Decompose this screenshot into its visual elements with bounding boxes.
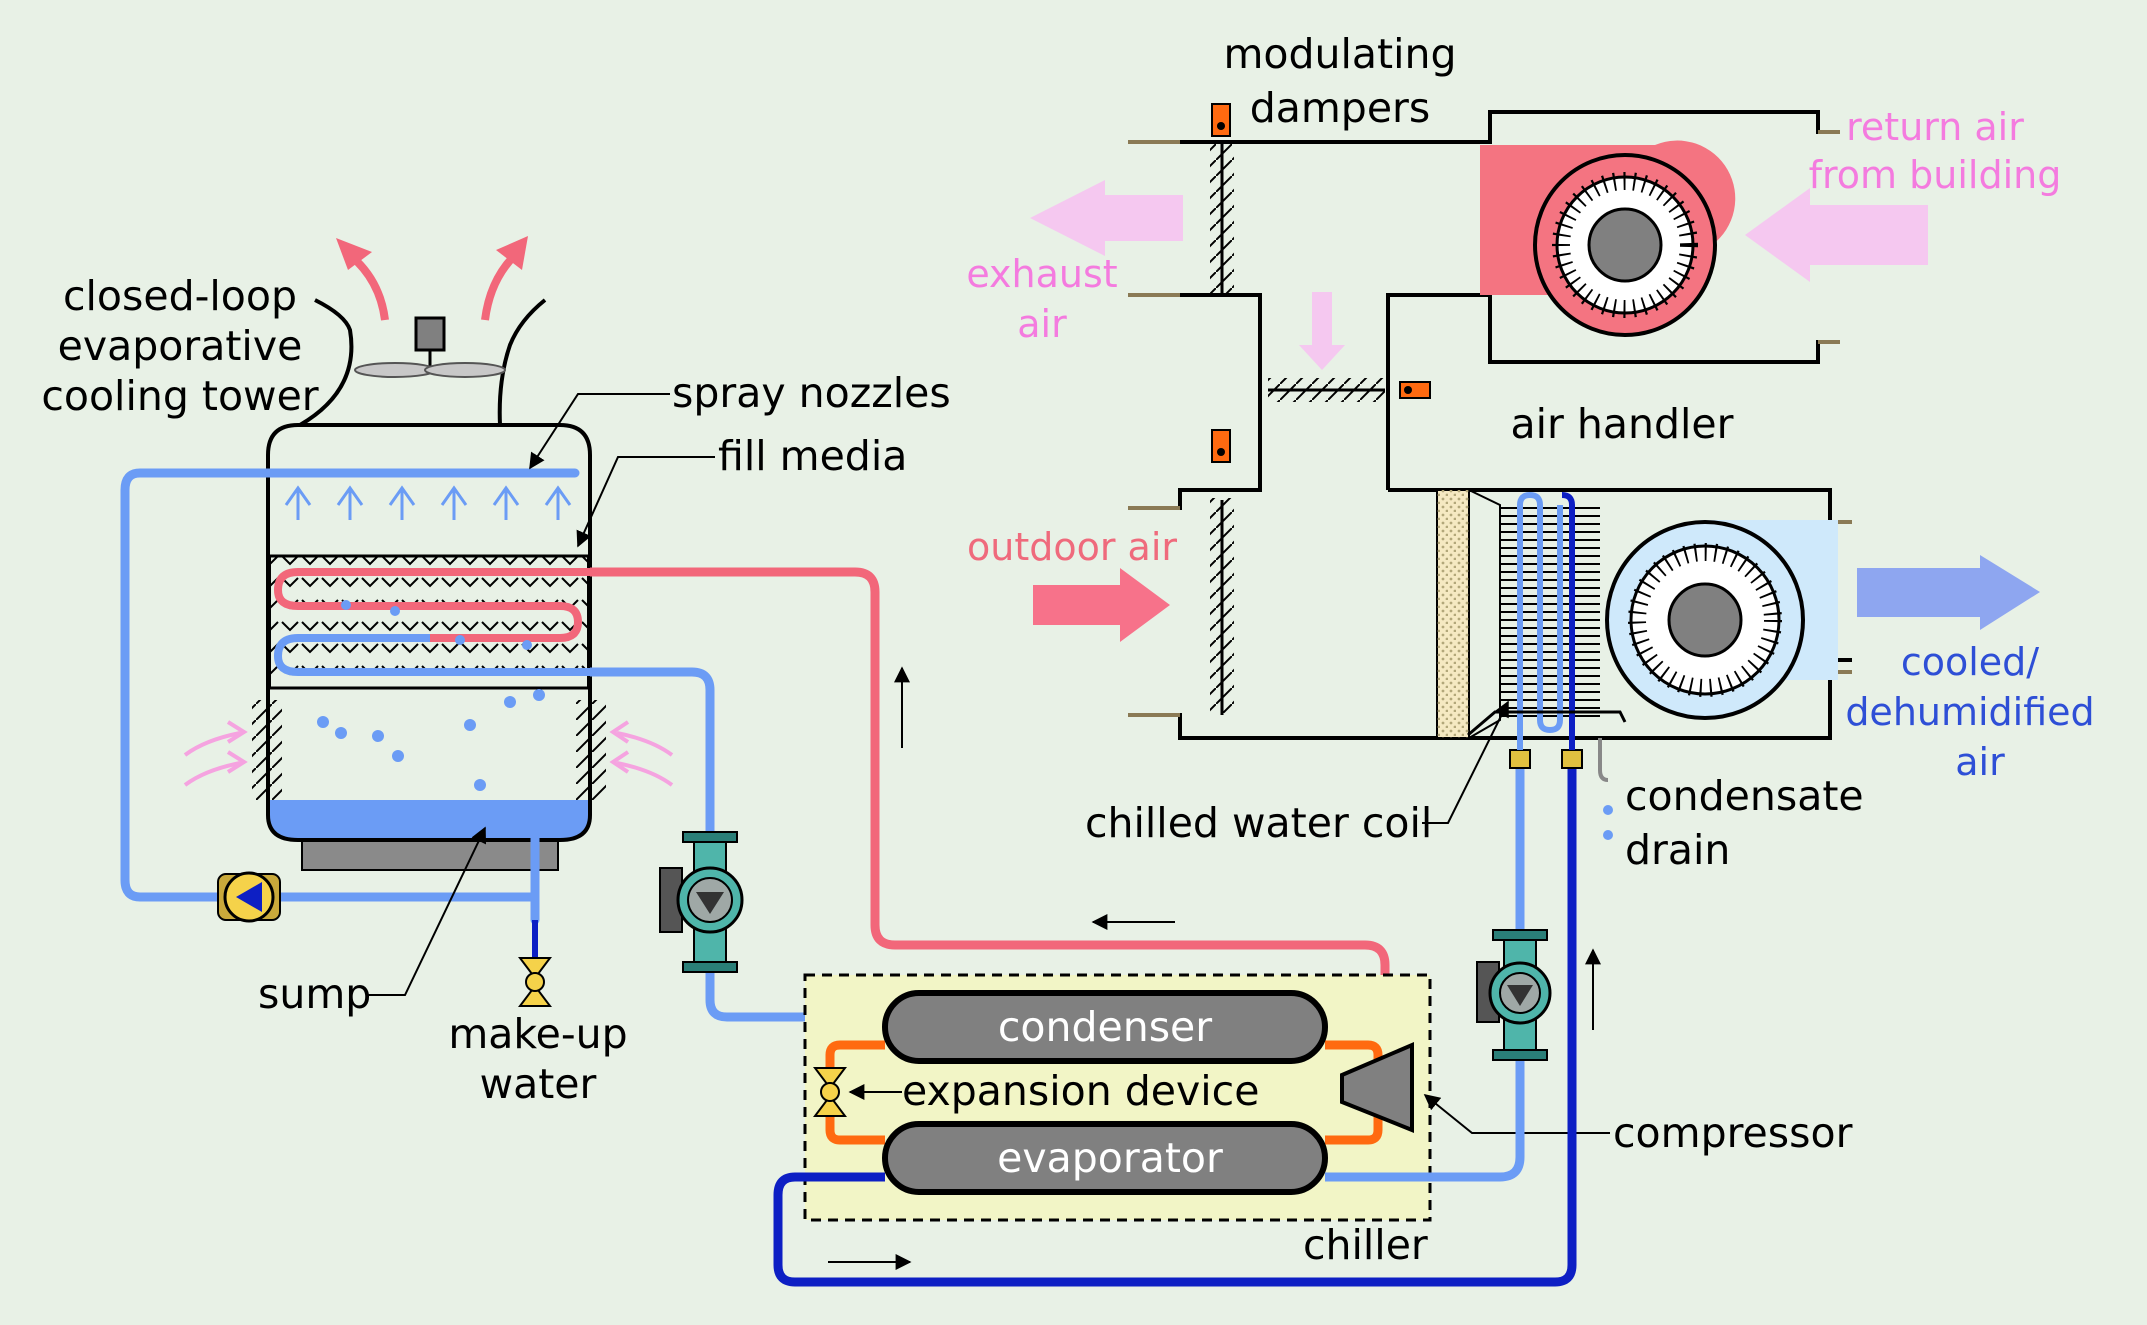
- cooling-tower-body: [266, 423, 592, 842]
- makeup-water-valve[interactable]: [518, 957, 552, 1007]
- tower-air-inlet-arrows: [183, 720, 674, 787]
- exhaust-air-label: exhaust air: [966, 252, 1117, 346]
- svg-text:make-up: make-up: [448, 1010, 627, 1058]
- return-fan: [1480, 140, 1736, 337]
- outdoor-air-arrow-icon: [1033, 568, 1170, 642]
- water-drops: [317, 600, 545, 791]
- outdoor-air-damper[interactable]: [1210, 429, 1234, 715]
- chilled-water-pump: [1476, 929, 1552, 1061]
- svg-text:dehumidified: dehumidified: [1845, 690, 2094, 734]
- exhaust-air-damper[interactable]: [1210, 103, 1234, 295]
- evaporator: evaporator: [882, 1121, 1328, 1195]
- svg-text:return air: return air: [1846, 105, 2024, 149]
- svg-text:exhaust: exhaust: [966, 252, 1117, 296]
- expansion-valve: [813, 1067, 847, 1117]
- recirculation-damper[interactable]: [1268, 378, 1431, 402]
- vapor-arrow-right-icon: [481, 252, 518, 321]
- tower-spray-loop: [120, 468, 580, 925]
- tower-coil-cool: [273, 634, 590, 676]
- exhaust-air-arrow-icon: [1030, 180, 1183, 256]
- coil-tube-supply: [1517, 491, 1563, 750]
- sump-water: [268, 800, 590, 840]
- tower-louver-left: [252, 700, 282, 800]
- cooled-air-label: cooled/ dehumidified air: [1845, 640, 2094, 784]
- outdoor-air-label: outdoor air: [967, 525, 1177, 569]
- sump-label: sump: [258, 970, 371, 1018]
- evaporator-label: evaporator: [997, 1134, 1223, 1182]
- condenser-water-pump: [659, 831, 744, 973]
- condensate-drain-pipe: [1598, 738, 1609, 782]
- supply-fitting: [1509, 749, 1531, 769]
- return-air-arrow-icon: [1745, 188, 1928, 282]
- svg-text:closed-loop: closed-loop: [63, 272, 297, 320]
- tower-louver-right: [576, 700, 606, 800]
- svg-text:cooled/: cooled/: [1901, 640, 2039, 684]
- fill-media-label: fill media: [718, 432, 907, 480]
- condensate-pan: [1467, 710, 1627, 737]
- fan-blade-right: [424, 362, 506, 378]
- chilled-return-pipe: [773, 760, 1577, 1287]
- air-handler-label: air handler: [1511, 400, 1734, 448]
- chiller-label: chiller: [1303, 1221, 1428, 1269]
- spray-nozzles: [284, 485, 572, 520]
- supply-air-arrow-icon: [1857, 555, 2040, 630]
- fan-blade-left: [354, 362, 436, 378]
- fill-media: [269, 555, 589, 689]
- chilled-water-coil-label: chilled water coil: [1085, 799, 1432, 847]
- svg-text:evaporative: evaporative: [58, 322, 303, 370]
- condensate-drain-label: condensate drain: [1625, 772, 1864, 874]
- svg-text:modulating: modulating: [1223, 30, 1456, 78]
- modulating-dampers-label: modulating dampers: [1223, 30, 1456, 132]
- supply-fan: [1605, 520, 1838, 720]
- condenser-label: condenser: [998, 1003, 1212, 1051]
- spray-nozzles-label: spray nozzles: [672, 369, 951, 417]
- fan-motor: [414, 316, 446, 352]
- mixing-air-arrow-icon: [1299, 292, 1345, 370]
- svg-text:air: air: [1955, 740, 2005, 784]
- chilled-water-coil: [1500, 505, 1600, 720]
- coil-tube-return: [1561, 492, 1575, 750]
- svg-text:water: water: [480, 1060, 597, 1108]
- tower-top-left: [298, 298, 354, 427]
- sump-base-plate: [301, 837, 559, 871]
- condenser: condenser: [882, 990, 1328, 1064]
- return-fitting: [1561, 749, 1583, 769]
- cooling-tower: [183, 236, 674, 871]
- svg-text:from building: from building: [1809, 153, 2062, 197]
- expansion-device-label: expansion device: [902, 1067, 1259, 1115]
- air-handler: [1128, 110, 1852, 840]
- svg-text:drain: drain: [1625, 826, 1730, 874]
- compressor-label: compressor: [1613, 1109, 1853, 1157]
- compressor: [1340, 1041, 1414, 1133]
- return-air-label: return air from building: [1809, 105, 2062, 197]
- chilled-supply-pipe: [1325, 760, 1525, 1182]
- tower-top-right: [497, 298, 558, 427]
- vapor-arrow-left-icon: [347, 251, 389, 321]
- tower-coil-hot: [273, 568, 590, 642]
- tower-spray-pump: [217, 871, 281, 923]
- cooling-tower-label: closed-loop evaporative cooling tower: [41, 272, 318, 420]
- svg-text:air: air: [1017, 302, 1067, 346]
- makeup-water-label: make-up water: [448, 1010, 627, 1108]
- svg-text:condensate: condensate: [1625, 772, 1864, 820]
- svg-text:dampers: dampers: [1250, 84, 1431, 132]
- svg-text:cooling tower: cooling tower: [41, 372, 318, 420]
